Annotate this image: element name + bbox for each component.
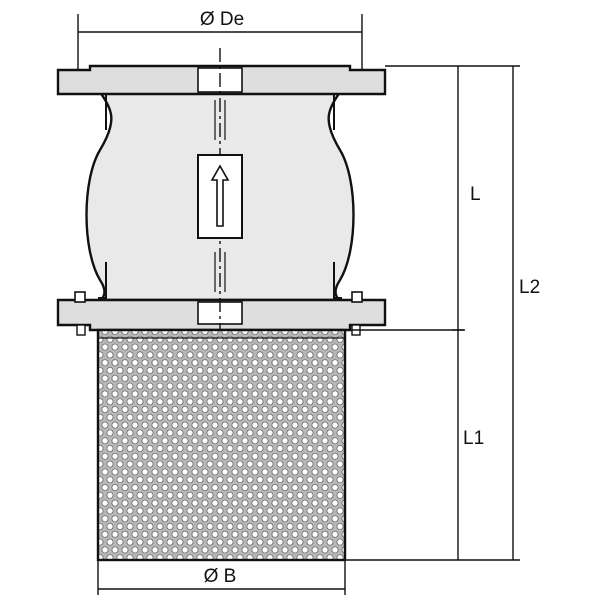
label-length-body: L xyxy=(470,184,481,205)
dimension-top-diameter: Ø De xyxy=(77,9,363,70)
label-bottom-diameter: Ø B xyxy=(204,566,237,587)
label-length-total: L2 xyxy=(519,277,540,298)
label-top-diameter: Ø De xyxy=(200,9,244,30)
bolt-nut-left xyxy=(76,324,86,336)
housing-inner-edge-left-bottom xyxy=(98,262,107,299)
top-flange xyxy=(56,64,387,96)
dimension-lengths: L L1 L2 xyxy=(345,65,540,561)
strainer-basket xyxy=(96,328,347,562)
flow-direction-arrow-icon xyxy=(210,164,230,227)
perforated-strainer xyxy=(96,328,347,562)
housing-inner-edge-right-bottom xyxy=(333,262,342,299)
dimension-bottom-diameter: Ø B xyxy=(97,560,346,595)
bolt-head-right xyxy=(351,291,363,303)
bolt-head-left xyxy=(74,291,86,303)
flow-arrow-plate xyxy=(197,154,243,239)
label-length-strainer: L1 xyxy=(463,428,484,449)
bottom-flange xyxy=(56,291,387,336)
